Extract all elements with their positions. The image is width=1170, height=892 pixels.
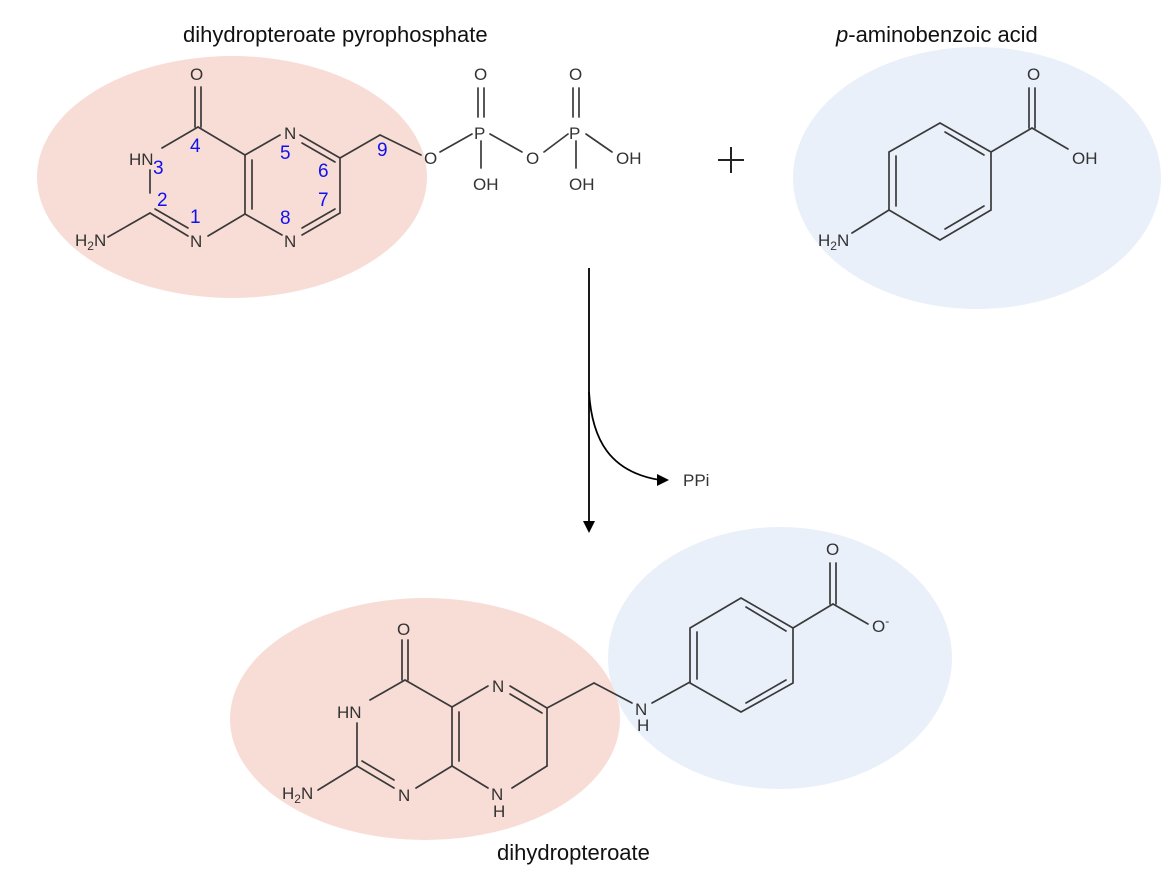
- paba-structure: O OH H2N: [818, 65, 1098, 253]
- position-8-label: 8: [280, 208, 291, 229]
- svg-text:H2N: H2N: [818, 231, 849, 253]
- svg-text:H2N: H2N: [282, 784, 313, 806]
- svg-text:O-: O-: [872, 614, 889, 636]
- svg-text:O: O: [526, 149, 539, 168]
- svg-text:P: P: [474, 124, 485, 143]
- position-9-label: 9: [377, 140, 388, 161]
- svg-text:N: N: [635, 700, 647, 719]
- svg-text:O: O: [1027, 65, 1040, 84]
- svg-text:N: N: [491, 785, 503, 804]
- position-6-label: 6: [318, 161, 329, 182]
- dhpp-structure: O HN N N N H2N O P O OH O P O OH OH 1 2 …: [75, 65, 642, 253]
- svg-text:H: H: [493, 802, 505, 821]
- svg-text:O: O: [826, 540, 839, 559]
- product-title: dihydropteroate: [497, 840, 650, 865]
- svg-text:O: O: [424, 149, 437, 168]
- product-structure: O HN N N N H H2N N H O O-: [282, 540, 889, 821]
- svg-text:O: O: [569, 65, 582, 84]
- svg-text:O: O: [474, 65, 487, 84]
- position-1-label: 1: [190, 207, 201, 228]
- svg-text:H: H: [637, 716, 649, 735]
- svg-text:N: N: [398, 786, 410, 805]
- svg-text:N: N: [190, 232, 202, 251]
- byproduct-label: PPi: [683, 471, 709, 490]
- paba-title: p-aminobenzoic acid: [835, 22, 1038, 47]
- position-5-label: 5: [280, 143, 291, 164]
- svg-text:OH: OH: [1072, 149, 1098, 168]
- svg-text:OH: OH: [473, 175, 499, 194]
- plus-sign: [718, 147, 744, 173]
- svg-text:N: N: [284, 232, 296, 251]
- svg-text:HN: HN: [337, 703, 362, 722]
- position-7-label: 7: [318, 190, 329, 211]
- svg-text:HN: HN: [129, 150, 154, 169]
- position-2-label: 2: [157, 190, 168, 211]
- svg-text:OH: OH: [616, 149, 642, 168]
- position-4-label: 4: [190, 136, 201, 157]
- svg-text:P: P: [569, 124, 580, 143]
- svg-text:H2N: H2N: [75, 231, 106, 253]
- pterin-highlight-bottom: [230, 598, 620, 840]
- paba-highlight-top: [793, 47, 1161, 309]
- reaction-arrow: [583, 268, 669, 533]
- svg-text:O: O: [397, 620, 410, 639]
- svg-text:O: O: [190, 65, 203, 84]
- svg-text:N: N: [492, 677, 504, 696]
- dhpp-title: dihydropteroate pyrophosphate: [183, 22, 488, 47]
- svg-text:N: N: [284, 124, 296, 143]
- pterin-highlight-top: [37, 56, 427, 298]
- position-3-label: 3: [153, 158, 164, 179]
- paba-highlight-bottom: [608, 527, 952, 789]
- svg-text:OH: OH: [569, 175, 595, 194]
